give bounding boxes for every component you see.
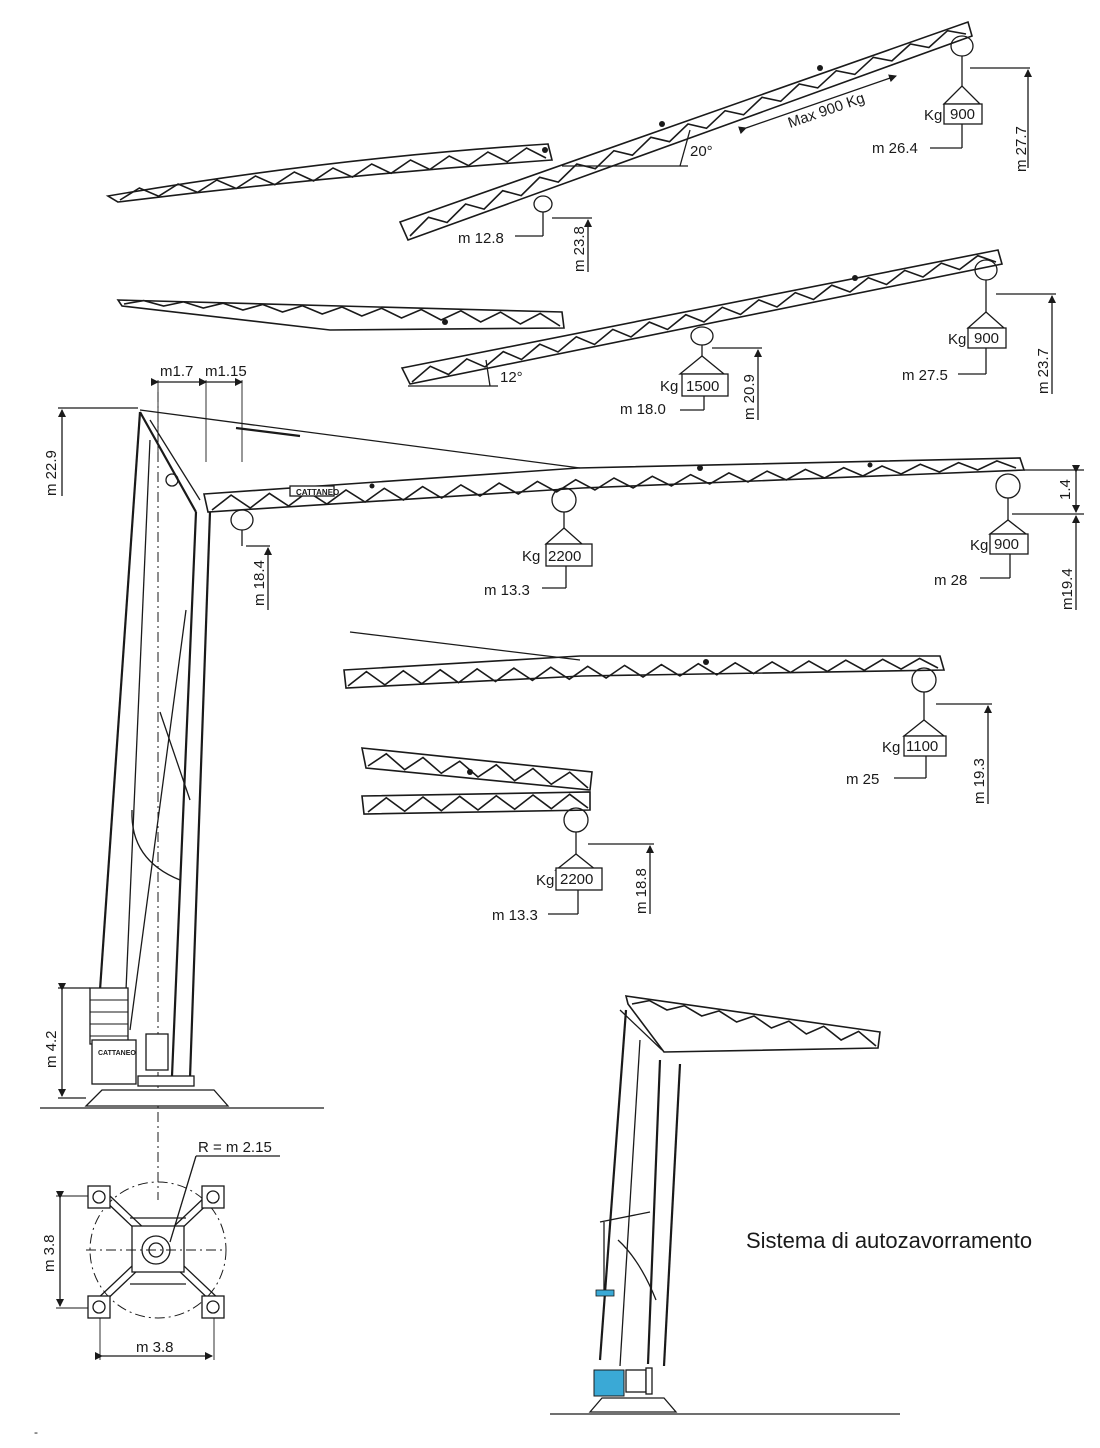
tip-height-main: m19.4 bbox=[1059, 568, 1076, 610]
height-mid-2: m 20.9 bbox=[741, 374, 758, 420]
radius-tip-4: m 25 bbox=[846, 771, 879, 788]
ballast-base: CATTANEO bbox=[84, 987, 230, 1107]
outrigger-pad-tr bbox=[201, 1185, 225, 1209]
config-luffing-20: Max 900 Kg 20° Kg 900 m 26.4 m 27.7 m 12… bbox=[105, 20, 1032, 272]
load-unit-mid-2: Kg bbox=[660, 378, 678, 395]
front-boom-2 bbox=[400, 249, 1004, 385]
caption: Sistema di autozavorramento bbox=[746, 1228, 1032, 1253]
self-ballasting-crane bbox=[550, 995, 900, 1415]
radius-mid-2: m 18.0 bbox=[620, 401, 666, 418]
outrigger-pad-bl bbox=[87, 1295, 111, 1319]
plan-width: m 3.8 bbox=[136, 1339, 174, 1356]
tie-rod-4 bbox=[349, 631, 581, 661]
hook-tip-main bbox=[980, 473, 1029, 579]
outrigger-pad-br bbox=[201, 1295, 225, 1319]
load-unit-tip-2: Kg bbox=[948, 331, 966, 348]
self-ballast-blue-block bbox=[593, 1369, 625, 1397]
hook-5 bbox=[548, 807, 603, 915]
brand-plate bbox=[289, 485, 335, 497]
hook-root-height: m 18.4 bbox=[251, 560, 268, 606]
tie-rod bbox=[139, 409, 581, 469]
height-tip-2: m 23.7 bbox=[1035, 348, 1052, 394]
outrigger-pad-tl bbox=[87, 1185, 111, 1209]
load-value-tip-2: 900 bbox=[974, 330, 999, 347]
hook-mid-2 bbox=[678, 326, 729, 411]
radius-5: m 13.3 bbox=[492, 907, 538, 924]
config-folded-2200: Kg 2200 m 13.3 m 18.8 bbox=[361, 747, 654, 924]
config-luffing-12: 12° Kg 1500 m 18.0 m 20.9 Kg 900 m 27.5 … bbox=[116, 249, 1056, 420]
slew-radius: R = m 2.15 bbox=[198, 1139, 272, 1156]
config-1100: Kg 1100 m 25 m 19.3 bbox=[343, 631, 992, 804]
max-load-arrow bbox=[738, 74, 897, 135]
load-value-mid-2: 1500 bbox=[686, 378, 719, 395]
dim-1-7-label: m1.7 bbox=[160, 363, 193, 380]
hook-root: m 18.4 bbox=[230, 509, 272, 610]
height-main: m 22.9 bbox=[43, 450, 60, 496]
tie-turnbuckle bbox=[235, 426, 301, 438]
ballast-height: m 4.2 bbox=[43, 1030, 60, 1068]
plan-depth: m 3.8 bbox=[41, 1234, 58, 1272]
load-unit-tip-4: Kg bbox=[882, 739, 900, 756]
radius-tip-2: m 27.5 bbox=[902, 367, 948, 384]
ballast-lift-block bbox=[595, 1289, 615, 1297]
hook-tip-4 bbox=[894, 667, 947, 779]
load-unit-tip-1: Kg bbox=[924, 107, 942, 124]
radius-tip-1: m 26.4 bbox=[872, 140, 918, 157]
front-boom-1 bbox=[398, 20, 973, 242]
corner-mark: - bbox=[34, 1425, 38, 1439]
radius-mid-1: m 12.8 bbox=[458, 230, 504, 247]
main-jib: CATTANEO bbox=[203, 457, 1026, 513]
height-5: m 18.8 bbox=[633, 868, 650, 914]
rear-jib-2 bbox=[116, 299, 565, 331]
radius-mid-main: m 13.3 bbox=[484, 582, 530, 599]
ballast-brand: CATTANEO bbox=[98, 1050, 136, 1057]
hook-mid-main bbox=[542, 487, 593, 589]
mast bbox=[98, 392, 212, 1200]
hook-tip-1 bbox=[930, 35, 983, 149]
slew-radius-circle bbox=[89, 1181, 227, 1319]
tip-offset: 1.4 bbox=[1057, 479, 1074, 500]
angle-label-2: 12° bbox=[500, 369, 523, 386]
max-load-note: Max 900 Kg bbox=[786, 90, 867, 132]
load-value-5: 2200 bbox=[560, 871, 593, 888]
load-unit-mid-main: Kg bbox=[522, 548, 540, 565]
angle-arc-2 bbox=[485, 359, 491, 387]
radius-tip-main: m 28 bbox=[934, 572, 967, 589]
load-unit-tip-main: Kg bbox=[970, 537, 988, 554]
height-tip-1: m 27.7 bbox=[1013, 126, 1030, 172]
load-value-tip-4: 1100 bbox=[906, 738, 938, 755]
height-mid-1: m 23.8 bbox=[571, 226, 588, 272]
hook-tip-2 bbox=[958, 259, 1007, 375]
load-unit-5: Kg bbox=[536, 872, 554, 889]
load-value-tip-1: 900 bbox=[950, 106, 975, 123]
height-tip-4: m 19.3 bbox=[971, 758, 988, 804]
dim-1-15-label: m1.15 bbox=[205, 363, 247, 380]
brand-plate-label: CATTANEO bbox=[296, 488, 339, 497]
load-value-tip-main: 900 bbox=[994, 536, 1019, 553]
angle-arc-1 bbox=[679, 129, 691, 167]
base-plan: R = m 2.15 m 3.8 m 3.8 bbox=[41, 1139, 280, 1360]
angle-label-1: 20° bbox=[690, 143, 713, 160]
main-crane: m1.7 m1.15 m 22.9 CATTANEO bbox=[40, 363, 1084, 1200]
ballast-stack bbox=[89, 987, 129, 1045]
rear-jib-1 bbox=[105, 143, 554, 203]
hook-mid-1 bbox=[515, 195, 553, 237]
load-value-mid-main: 2200 bbox=[548, 548, 581, 565]
